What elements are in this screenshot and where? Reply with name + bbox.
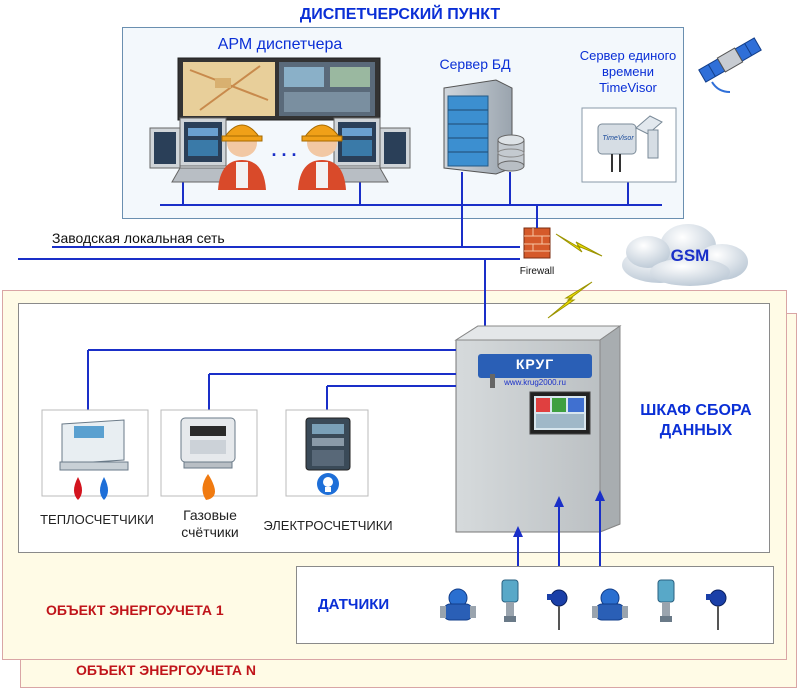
gas-meter-icon xyxy=(180,417,236,469)
heat-meter-icon xyxy=(59,419,129,471)
temperature-sensor-2-icon xyxy=(706,589,727,630)
db-server-label: Сервер БД xyxy=(439,56,511,72)
operator-left-icon xyxy=(218,124,266,190)
arm-label: АРМ диспетчера xyxy=(217,36,343,53)
database-disk-icon xyxy=(497,134,525,172)
electric-meter-label: ЭЛЕКТРОСЧЕТЧИКИ xyxy=(263,518,393,533)
flame-icon xyxy=(202,474,215,500)
sensors-label: ДАТЧИКИ xyxy=(318,596,390,613)
gas-meter-label-line1: Газовые xyxy=(183,507,237,523)
lightning-cabinet-icon xyxy=(547,281,593,319)
gsm-cloud-icon xyxy=(622,224,748,286)
flowmeter-sensor-2-icon xyxy=(592,588,628,621)
data-cabinet-icon xyxy=(454,325,622,533)
lightbulb-icon xyxy=(317,473,339,495)
gsm-label: GSM xyxy=(670,246,710,265)
operator-right-icon xyxy=(298,124,346,190)
sensor-arrows xyxy=(513,490,605,566)
lightning-firewall-icon xyxy=(555,233,603,257)
object-n-label: ОБЪЕКТ ЭНЕРГОУЧЕТА N xyxy=(76,662,256,678)
temperature-sensor-1-icon xyxy=(547,589,568,630)
sensors-panel xyxy=(296,566,774,644)
wall-display-icon xyxy=(177,57,381,121)
gas-meter-label-line2: счётчики xyxy=(181,524,239,540)
hot-water-drop-icon xyxy=(74,477,82,500)
timevisor-brand: TimeVisor xyxy=(602,135,634,142)
pressure-sensor-1-icon xyxy=(501,579,519,622)
electric-meter-icon xyxy=(305,417,351,471)
time-server-label-line3: TimeVisor xyxy=(599,80,657,95)
firewall-label: Firewall xyxy=(519,266,555,277)
ellipsis-text: . . . xyxy=(271,140,297,160)
timevisor-device-icon xyxy=(581,107,677,183)
cabinet-label-line1: ШКАФ СБОРА xyxy=(640,402,752,419)
time-server-label-line1: Сервер единого xyxy=(579,48,677,63)
operator-workstation-left-icon xyxy=(149,117,235,183)
cold-water-drop-icon xyxy=(100,477,108,500)
firewall-icon xyxy=(523,227,551,259)
satellite-icon xyxy=(698,37,762,83)
cabinet-url: www.krug2000.ru xyxy=(504,378,566,387)
object-1-label: ОБЪЕКТ ЭНЕРГОУЧЕТА 1 xyxy=(46,602,224,618)
operator-workstation-right-icon xyxy=(325,117,411,183)
cabinet-brand: КРУГ xyxy=(515,356,555,372)
lan-label: Заводская локальная сеть xyxy=(52,230,225,246)
flowmeter-sensor-1-icon xyxy=(440,588,476,621)
pressure-sensor-2-icon xyxy=(657,579,675,622)
cabinet-label-line2: ДАННЫХ xyxy=(659,422,733,439)
database-server-icon xyxy=(443,79,513,175)
heat-meter-label: ТЕПЛОСЧЕТЧИКИ xyxy=(40,512,154,527)
dispatch-title: ДИСПЕТЧЕРСКИЙ ПУНКТ xyxy=(299,6,501,23)
time-server-label-line2: времени xyxy=(602,64,654,79)
